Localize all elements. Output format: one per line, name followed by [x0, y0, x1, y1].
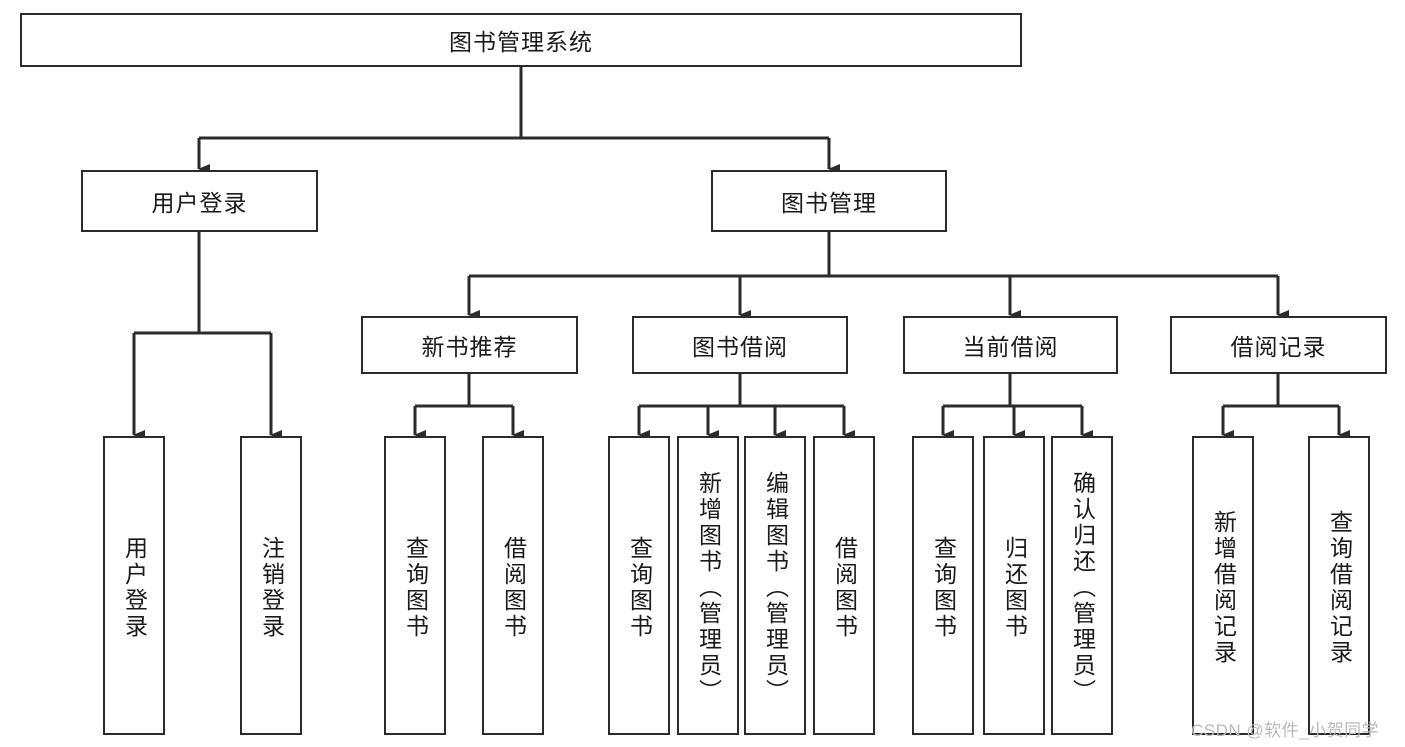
node-label: 查询借阅记录	[1326, 509, 1353, 666]
node-label: 编辑图书（管理员）	[762, 470, 789, 705]
node-label: 用户登录	[151, 190, 248, 216]
node-label: 借阅图书	[831, 535, 858, 640]
node-label: 新增借阅记录	[1210, 509, 1237, 666]
node-label: 用户登录	[121, 535, 148, 640]
node-leaf-borrow-book[interactable]: 借阅图书	[813, 436, 875, 735]
node-label: 图书管理系统	[449, 29, 593, 55]
node-leaf-add-book[interactable]: 新增图书（管理员）	[677, 436, 739, 735]
node-label: 确认归还（管理员）	[1069, 470, 1096, 705]
node-book-manage[interactable]: 图书管理	[711, 170, 947, 232]
node-label: 查询图书	[626, 535, 653, 640]
node-leaf-add-record[interactable]: 新增借阅记录	[1192, 436, 1254, 735]
node-leaf-return-book[interactable]: 归还图书	[983, 436, 1045, 735]
node-user-login[interactable]: 用户登录	[81, 170, 318, 232]
node-leaf-query-record[interactable]: 查询借阅记录	[1308, 436, 1370, 735]
node-leaf-logout[interactable]: 注销登录	[240, 436, 302, 735]
node-leaf-borrow-book-rec[interactable]: 借阅图书	[482, 436, 544, 735]
node-label: 借阅图书	[500, 535, 527, 640]
node-label: 新书推荐	[421, 334, 518, 360]
node-leaf-user-login[interactable]: 用户登录	[103, 436, 165, 735]
node-label: 当前借阅	[962, 334, 1059, 360]
node-book-borrow[interactable]: 图书借阅	[632, 316, 848, 374]
node-leaf-query-book-cur[interactable]: 查询图书	[912, 436, 974, 735]
node-label: 借阅记录	[1230, 334, 1327, 360]
node-borrow-record[interactable]: 借阅记录	[1170, 316, 1387, 374]
node-label: 归还图书	[1001, 535, 1028, 640]
watermark: CSDN @软件_小贺同学	[1191, 721, 1380, 740]
node-root[interactable]: 图书管理系统	[20, 13, 1022, 67]
node-leaf-query-book-borrow[interactable]: 查询图书	[608, 436, 670, 735]
node-label: 查询图书	[930, 535, 957, 640]
node-leaf-confirm-return[interactable]: 确认归还（管理员）	[1051, 436, 1113, 735]
node-label: 图书借阅	[692, 334, 788, 360]
node-leaf-edit-book[interactable]: 编辑图书（管理员）	[744, 436, 806, 735]
node-label: 查询图书	[402, 535, 429, 640]
node-label: 图书管理	[781, 190, 877, 216]
node-new-book-recommend[interactable]: 新书推荐	[361, 316, 578, 374]
node-label: 注销登录	[258, 535, 285, 640]
node-label: 新增图书（管理员）	[695, 470, 722, 705]
node-current-borrow[interactable]: 当前借阅	[903, 316, 1118, 374]
node-leaf-query-book-rec[interactable]: 查询图书	[384, 436, 446, 735]
